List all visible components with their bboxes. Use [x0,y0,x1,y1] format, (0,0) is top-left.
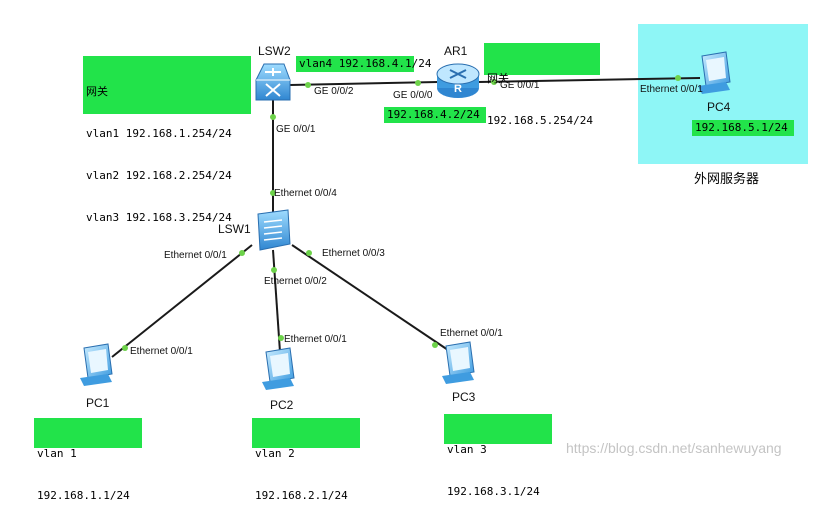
port-dot-pc4-eth [675,75,681,81]
pc1-vlan: vlan 1 [37,447,77,460]
vlan4-box: vlan4 192.168.4.1/24 [296,56,431,72]
watermark: https://blog.csdn.net/sanhewuyang [566,440,782,456]
port-dot-pc2-eth [278,335,284,341]
pc3-address-box: vlan 3 192.168.3.1/24 [444,414,552,498]
gateway-left-box: 网关 vlan1 192.168.1.254/24 vlan2 192.168.… [83,56,251,224]
port-label-lsw2-ge002: GE 0/0/2 [314,86,354,97]
lsw2-switch-icon[interactable] [255,63,291,101]
pc2-ip: 192.168.2.1/24 [255,489,348,502]
pc4-ip-box: 192.168.5.1/24 [692,120,794,136]
device-name-ar1: AR1 [444,44,468,58]
pc1-ip: 192.168.1.1/24 [37,489,130,502]
gateway-right-title: 网关 [487,72,509,85]
gateway-left-title: 网关 [86,85,108,98]
pc1-address-box: vlan 1 192.168.1.1/24 [34,418,142,502]
port-dot-lsw1-eth3 [306,250,312,256]
pc3-ip: 192.168.3.1/24 [447,485,540,498]
pc2-vlan: vlan 2 [255,447,295,460]
port-dot-ar1-ge000 [415,80,421,86]
device-name-pc4: PC4 [707,100,731,114]
device-name-pc1: PC1 [86,396,110,410]
port-label-pc2-eth: Ethernet 0/0/1 [284,334,347,345]
pc4-computer-icon[interactable] [698,51,731,94]
port-label-lsw1-eth3: Ethernet 0/0/3 [322,248,385,259]
device-name-pc2: PC2 [270,398,294,412]
port-dot-lsw1-eth2 [271,267,277,273]
pc2-address-box: vlan 2 192.168.2.1/24 [252,418,360,502]
pc3-vlan: vlan 3 [447,443,487,456]
port-label-pc3-eth: Ethernet 0/0/1 [440,328,503,339]
pc3-computer-icon[interactable] [442,341,475,384]
port-dot-ar1-ge001 [491,79,497,85]
svg-text:R: R [454,83,462,95]
gateway-right-box: 网关 192.168.5.254/24 [484,43,600,127]
pc2-computer-icon[interactable] [262,347,295,390]
link-lsw1-pc3 [291,244,449,351]
port-label-pc1-eth: Ethernet 0/0/1 [130,346,193,357]
lsw1-switch-icon[interactable] [257,209,291,251]
link-ar1-pc4 [477,77,701,83]
internet-area [638,24,808,164]
port-label-pc4-eth: Ethernet 0/0/1 [640,84,703,95]
port-dots [122,75,681,351]
device-name-lsw1: LSW1 [218,222,251,236]
topology-diagram: R LSW2 AR1 LSW1 PC4 [34,24,808,502]
link-lsw1-pc1 [111,244,253,358]
port-dot-lsw1-eth1 [239,250,245,256]
device-name-lsw2: LSW2 [258,44,291,58]
ar1-router-icon[interactable]: R [436,63,480,98]
gateway-right-ip: 192.168.5.254/24 [487,114,593,127]
port-label-ar1-ge000: GE 0/0/0 [393,90,433,101]
port-dot-pc3-eth [432,342,438,348]
port-dot-lsw2-ge002 [305,82,311,88]
port-label-lsw1-eth4: Ethernet 0/0/4 [274,188,337,199]
gateway-left-line: vlan2 192.168.2.254/24 [86,169,232,182]
port-dot-lsw1-eth4 [270,190,276,196]
internet-server-label: 外网服务器 [694,172,760,187]
gateway-left-line: vlan3 192.168.3.254/24 [86,211,232,224]
port-dot-lsw2-ge001 [270,114,276,120]
port-label-lsw1-eth2: Ethernet 0/0/2 [264,276,327,287]
pc1-computer-icon[interactable] [80,343,113,386]
port-label-lsw1-eth1: Ethernet 0/0/1 [164,250,227,261]
port-label-lsw2-ge001: GE 0/0/1 [276,124,316,135]
port-dot-pc1-eth [122,345,128,351]
ar1-ip-box: 192.168.4.2/24 [384,107,486,123]
topology-links: R [80,51,731,390]
link-lsw2-ar1 [289,81,439,86]
gateway-left-line: vlan1 192.168.1.254/24 [86,127,232,140]
device-name-pc3: PC3 [452,390,476,404]
port-label-ar1-ge001: GE 0/0/1 [500,80,540,91]
link-lsw1-pc2 [272,249,281,353]
